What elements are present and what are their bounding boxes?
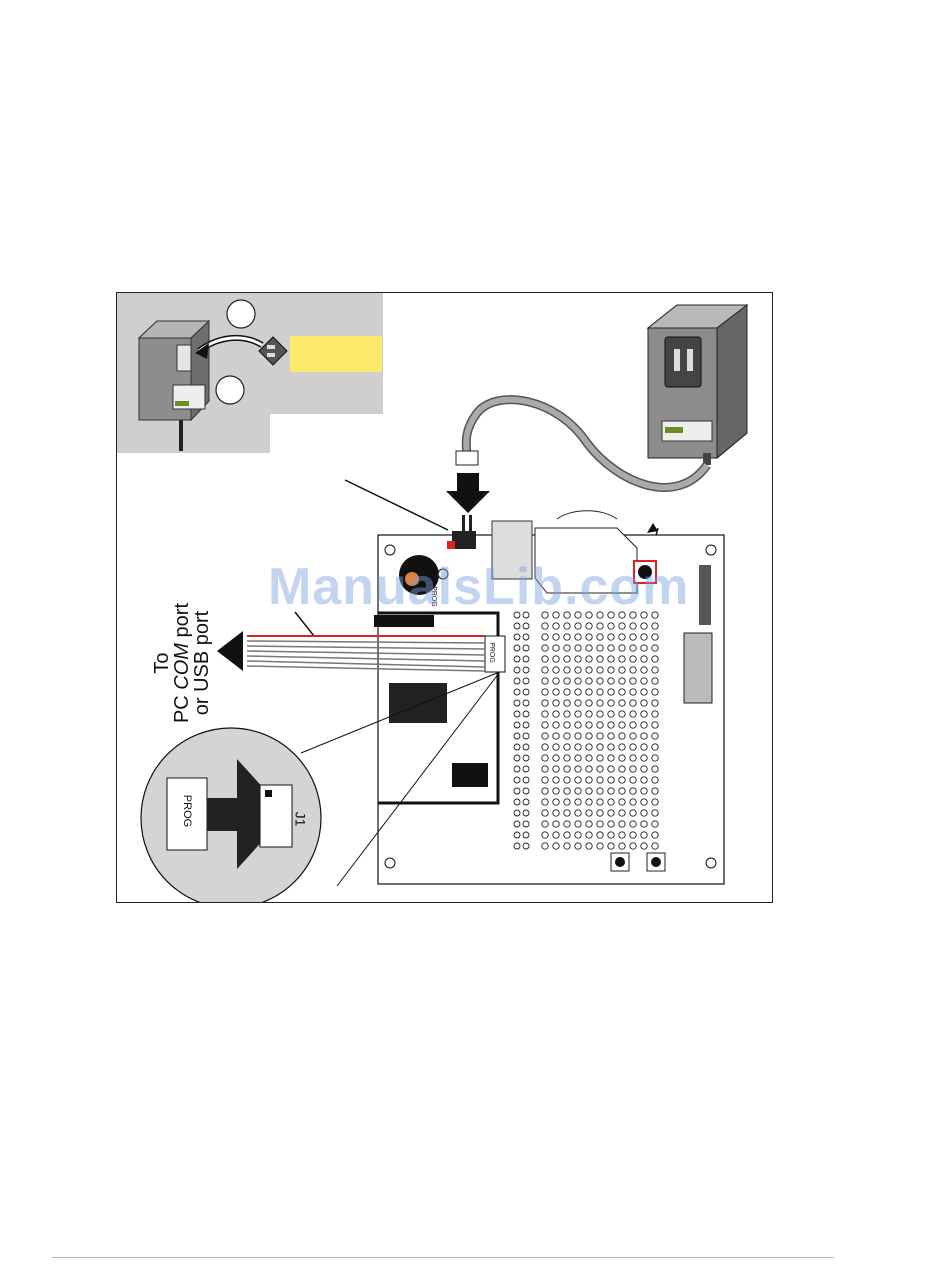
header-label: PROG [488,642,495,663]
watermark: ManualsLib.com [268,557,689,617]
down-arrow-icon [446,473,490,513]
footer-rule [52,1257,834,1258]
pointer-line-1 [345,480,448,530]
highlight-box [290,336,382,372]
step-circle-1 [227,300,255,328]
pc-label-line1: To [152,583,172,743]
pc-label-text-b: port [171,603,193,643]
pc-label-text-a: PC [171,690,193,723]
inset-header-label: PROG [181,795,193,827]
pc-label-line2: PC COM port [172,583,192,743]
inset-connector-label: J1 [292,812,308,827]
ac-adapter [648,305,747,465]
pc-label-line3: or USB port [192,583,212,743]
plug-inset-panel [117,293,383,453]
step-circle-2 [216,376,244,404]
pc-port-label: To PC COM port or USB port [152,583,232,743]
pc-label-text-em: COM [171,643,193,690]
barrel-plug [456,451,478,465]
